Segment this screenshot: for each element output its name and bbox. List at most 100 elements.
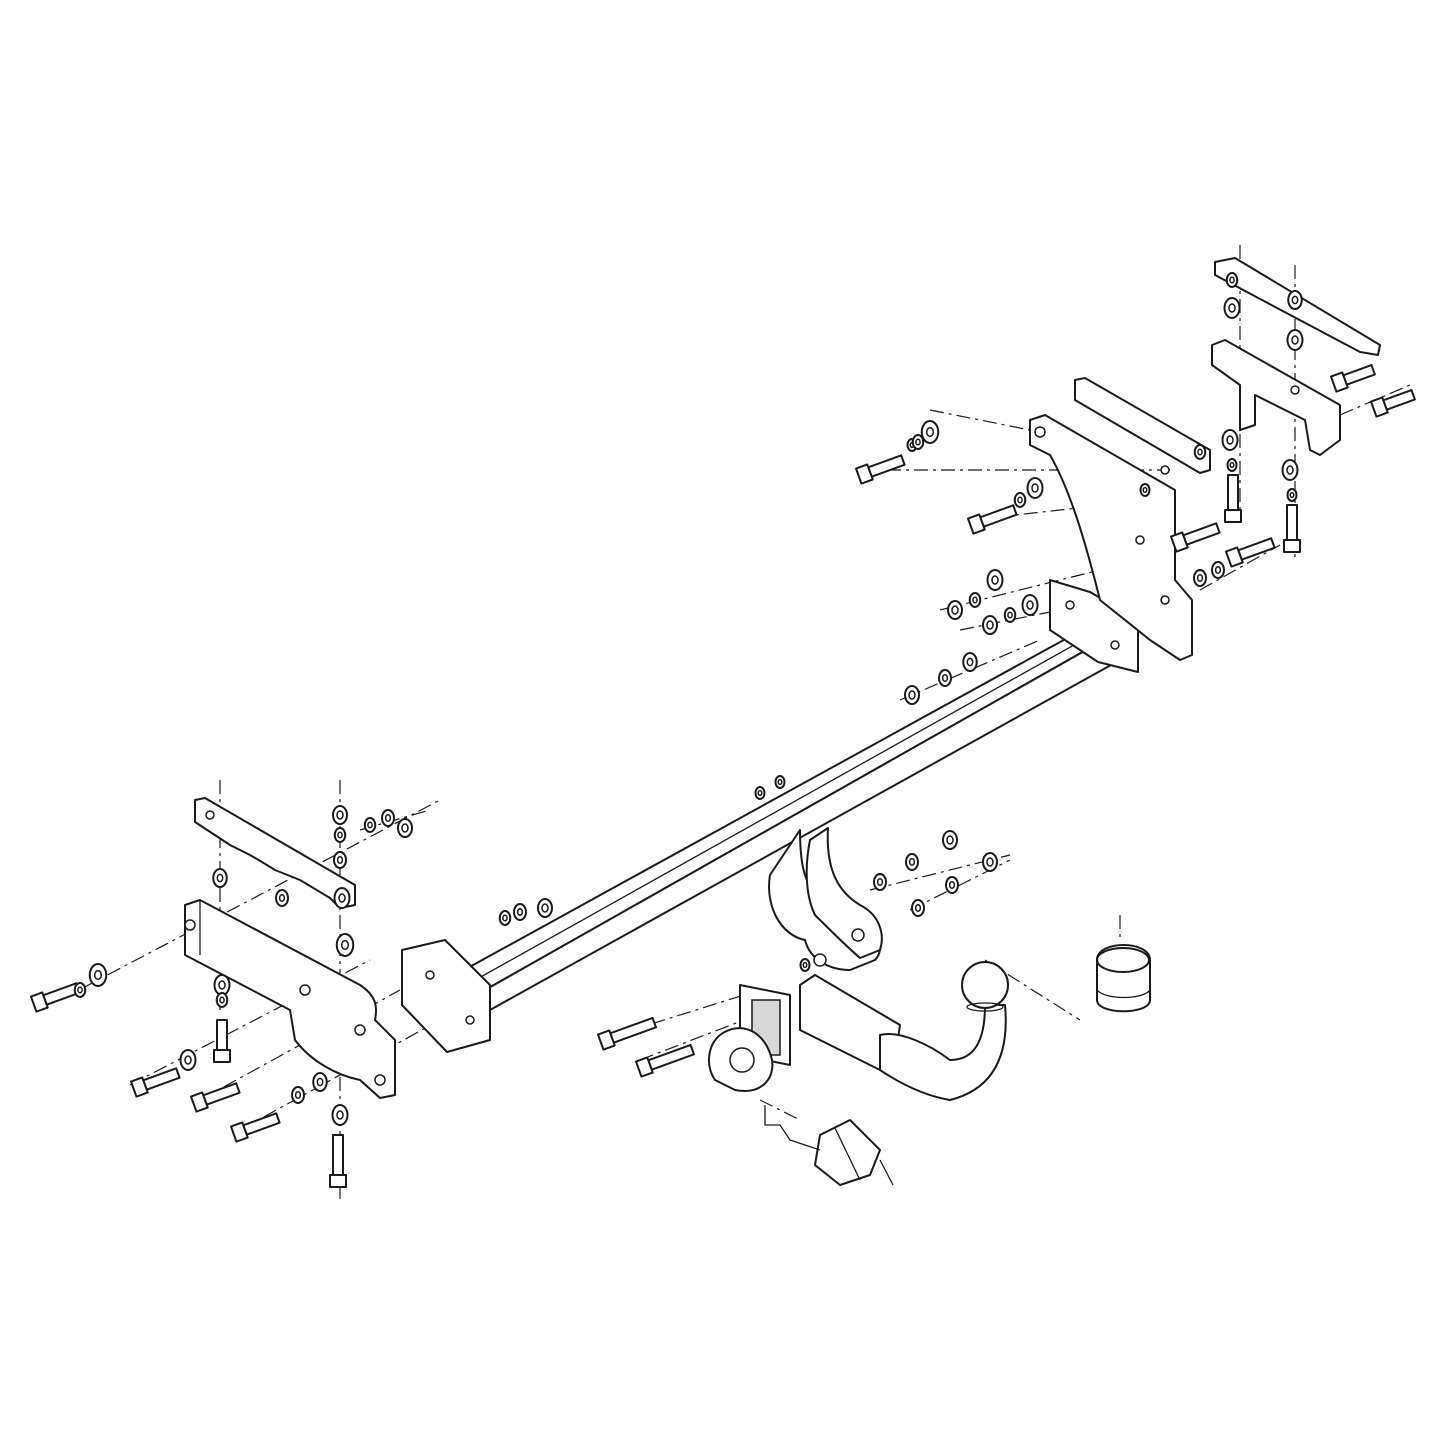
washer-hole	[1214, 566, 1222, 574]
washer-icon	[1281, 459, 1299, 481]
washer-icon	[381, 809, 395, 827]
assembly-axis-line	[984, 959, 1081, 1021]
washer-hole	[1142, 486, 1148, 494]
washer-icon	[335, 933, 355, 957]
washer-icon	[333, 827, 347, 843]
plate-hole	[1110, 640, 1120, 650]
bolt-shank	[1342, 364, 1376, 386]
washer-hole	[802, 961, 808, 969]
washer-hole	[1226, 435, 1234, 445]
bolt-head	[229, 1121, 249, 1143]
electrical-connector	[764, 1105, 894, 1186]
washer-icon	[333, 851, 347, 869]
bolt-icon	[1224, 537, 1276, 568]
nut-hole	[986, 857, 994, 867]
washer-icon	[1026, 477, 1044, 499]
plate-hole	[1065, 600, 1075, 610]
bolt-shank	[609, 1016, 657, 1044]
bolt-shank	[1382, 389, 1416, 411]
washer-hole	[876, 878, 884, 886]
bracket-hole	[1034, 426, 1046, 438]
washer-hole	[219, 996, 225, 1004]
washer-hole	[516, 908, 524, 916]
bolt-head	[29, 991, 49, 1013]
bolt-head	[854, 463, 874, 485]
washer-hole	[972, 596, 978, 604]
bracket-hole	[374, 1074, 386, 1086]
nut-hole	[541, 903, 549, 913]
washer-hole	[1229, 461, 1235, 469]
bolt-head	[1169, 531, 1189, 553]
washer-hole	[915, 438, 921, 446]
bolt-shank	[1227, 474, 1239, 511]
washer-icon	[1286, 329, 1304, 351]
bolt-shank	[42, 982, 81, 1006]
bolt-shank	[1286, 504, 1298, 541]
washer-icon	[938, 669, 952, 687]
bolt-head	[1283, 539, 1301, 553]
left-upper-bracket	[194, 797, 356, 909]
washer-hole	[1196, 574, 1204, 582]
nut-icon	[332, 805, 348, 825]
washer-icon	[1226, 458, 1238, 472]
washer-hole	[991, 575, 999, 585]
plate-hole	[465, 1015, 475, 1025]
washer-icon	[363, 817, 377, 833]
washer-icon	[73, 982, 87, 998]
left-end-plate	[401, 939, 491, 1053]
strip-hole	[1160, 465, 1170, 475]
washer-icon	[1003, 607, 1017, 623]
nut-hole	[401, 823, 409, 833]
washer-hole	[941, 674, 949, 682]
bracket-hole	[299, 984, 311, 996]
washer-icon	[1225, 272, 1239, 288]
washer-icon	[754, 786, 766, 800]
right-upper-strip	[1074, 377, 1211, 475]
washer-icon	[1221, 429, 1239, 451]
washer-hole	[216, 873, 224, 883]
bolt-head	[1224, 509, 1242, 523]
bolt-shank	[979, 504, 1018, 528]
bolt-icon	[1283, 504, 1301, 553]
nut-icon	[537, 898, 553, 918]
washer-icon	[331, 1104, 349, 1126]
washer-hole	[1291, 335, 1299, 345]
washer-hole	[93, 969, 103, 981]
washer-icon	[312, 1072, 328, 1092]
washer-icon	[215, 992, 229, 1008]
washer-hole	[316, 1077, 324, 1087]
washer-hole	[1289, 491, 1295, 499]
washer-hole	[337, 831, 343, 839]
washer-hole	[948, 881, 956, 889]
bracket-hole	[1290, 385, 1300, 395]
washer-hole	[1228, 303, 1236, 313]
bolt-head	[189, 1091, 209, 1113]
hanger-hole	[813, 953, 827, 967]
nut-hole	[946, 835, 954, 845]
washer-icon	[1223, 297, 1241, 319]
washer-icon	[212, 868, 228, 888]
bolt-icon	[189, 1082, 241, 1113]
washer-hole	[1007, 611, 1013, 619]
bolt-icon	[1224, 474, 1242, 523]
washer-hole	[338, 893, 346, 903]
washer-hole	[336, 1110, 344, 1120]
washer-icon	[1139, 483, 1151, 497]
bolt-head	[329, 1174, 347, 1188]
washer-hole	[777, 778, 783, 786]
bolt-shank	[1237, 537, 1276, 561]
ball-cover-cap	[1096, 944, 1151, 1013]
washer-hole	[367, 821, 373, 829]
washer-hole	[914, 904, 922, 912]
centre-hanger-brackets	[768, 827, 883, 971]
nut-hole	[908, 690, 916, 700]
washer-icon	[911, 434, 925, 450]
washer-hole	[1286, 465, 1294, 475]
nut-icon	[397, 818, 413, 838]
bolt-shank	[202, 1082, 241, 1106]
bolt-icon	[596, 1016, 657, 1051]
hanger-hole	[851, 928, 865, 942]
nut-icon	[947, 600, 963, 620]
washer-icon	[291, 1086, 305, 1104]
washer-icon	[513, 903, 527, 921]
